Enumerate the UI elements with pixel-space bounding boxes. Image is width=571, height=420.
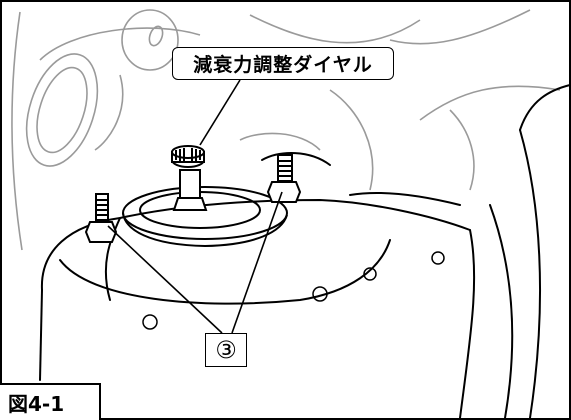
leader-stud-left: [107, 225, 223, 334]
body-hole-oval: [25, 53, 99, 167]
strut-tower: [39, 84, 571, 419]
stud-bolt-left: [84, 193, 118, 243]
background-body-panels: [11, 9, 561, 251]
damping-dial-shaft: [171, 145, 208, 211]
stud-bolt-callout: ③: [205, 333, 247, 367]
panel-holes: [142, 251, 445, 330]
leader-damping-dial: [199, 79, 241, 146]
leader-lines: [107, 79, 283, 334]
body-hole-round: [121, 9, 179, 71]
figure-number-label: 図4-1: [0, 383, 101, 420]
leader-stud-right: [231, 191, 283, 334]
mount-plate: [122, 186, 288, 248]
stud-bolt-right: [266, 154, 302, 203]
damping-dial-callout: 減衰力調整ダイヤル: [172, 47, 394, 80]
